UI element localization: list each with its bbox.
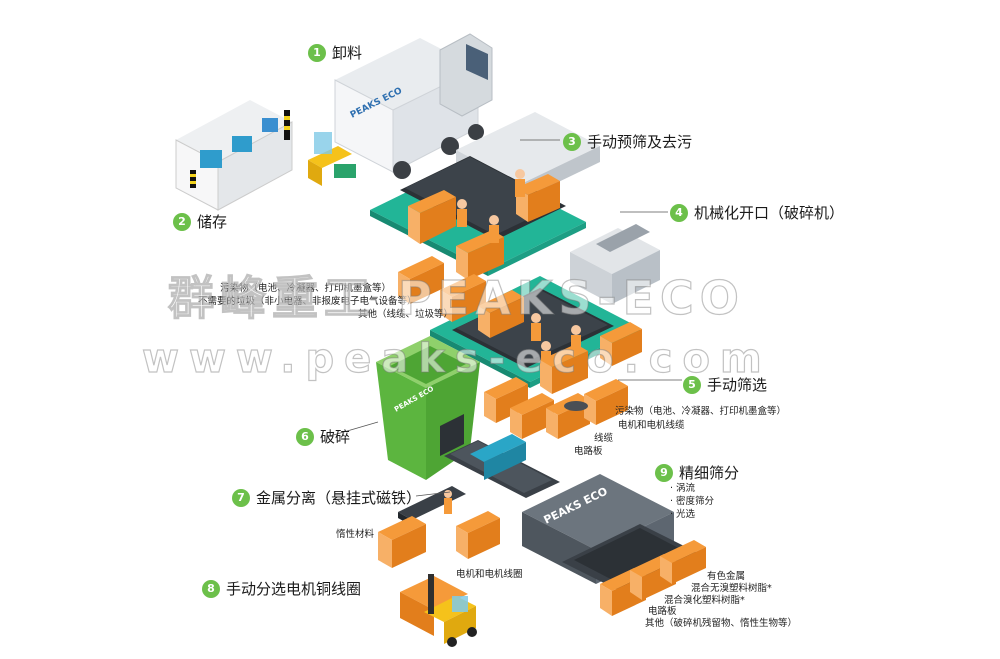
step-number-badge: 9: [655, 463, 673, 482]
step-label: 破碎: [320, 428, 351, 446]
step-number-badge: 2: [173, 212, 191, 231]
step-label: 卸料: [332, 44, 363, 62]
fine-output-nonferrous: 有色金属: [707, 571, 746, 582]
step-number-badge: 5: [683, 375, 701, 394]
presort-bins: [398, 256, 524, 338]
step-label: 金属分离（悬挂式磁铁）: [256, 489, 422, 507]
presort-output-item: 其他（线缆、垃圾等）: [358, 309, 454, 320]
fine-output-bromine-free: 混合无溴塑料树脂*: [691, 583, 772, 594]
fine-method-list: · 涡流 · 密度筛分 · 光选: [670, 482, 714, 521]
step-number-badge: 4: [670, 203, 688, 222]
step-label: 手动筛选: [707, 376, 768, 394]
forklift-top: [308, 132, 356, 186]
step-label: 手动分选电机铜线圈: [226, 580, 362, 598]
fine-output-other: 其他（破碎机残留物、惰性生物等）: [645, 618, 798, 629]
fine-method-item: · 涡流: [670, 483, 696, 494]
fine-output-brominated: 混合溴化塑料树脂*: [664, 595, 745, 606]
fine-method-item: · 光选: [670, 509, 696, 520]
presort-output-list: 污染物（电池、冷凝器、打印机墨盒等） 不需要的垃圾（非小电器、非报废电子电气设备…: [198, 282, 454, 321]
opening-shredder: [570, 224, 660, 304]
step-shredding: 6 破碎: [296, 426, 350, 447]
step-number-badge: 6: [296, 427, 314, 446]
motor-coil-label: 电机和电机线圈: [456, 569, 523, 580]
presort-output-item: 污染物（电池、冷凝器、打印机墨盒等）: [220, 283, 392, 294]
manual-output-contaminants: 污染物（电池、冷凝器、打印机墨盒等）: [615, 406, 787, 417]
step-mechanical-opening: 4 机械化开口（破碎机）: [670, 202, 844, 223]
step-number-badge: 3: [563, 132, 581, 151]
inert-bins: [378, 511, 500, 568]
manual-output-pcb: 电路板: [574, 446, 603, 457]
storage-bays: [175, 100, 293, 211]
forklift-bottom: [400, 574, 477, 647]
step-unload: 1 卸料: [308, 42, 362, 63]
step-fine-sorting: 9 精细筛分: [655, 462, 739, 483]
presort-output-item: 不需要的垃圾（非小电器、非报废电子电气设备等）: [198, 296, 417, 307]
magnet-conveyor: [398, 434, 560, 526]
step-manual-sort: 5 手动筛选: [683, 374, 767, 395]
inert-material-label: 惰性材料: [336, 529, 375, 540]
fine-sorting-machine: PEAKS ECO: [522, 474, 706, 616]
step-label: 储存: [197, 213, 228, 231]
step-number-badge: 1: [308, 43, 326, 62]
manual-output-motors: 电机和电机线缆: [618, 420, 685, 431]
step-number-badge: 7: [232, 488, 250, 507]
step-storage: 2 储存: [173, 211, 227, 232]
step-label: 精细筛分: [679, 464, 740, 482]
fine-method-item: · 密度筛分: [670, 496, 715, 507]
fine-output-pcb: 电路板: [648, 606, 677, 617]
leader-lines: [329, 139, 682, 497]
step-label: 手动预筛及去污: [587, 133, 693, 151]
manual-sort-bins: [484, 377, 628, 439]
step-metal-separation: 7 金属分离（悬挂式磁铁）: [232, 487, 421, 508]
delivery-truck: PEAKS ECO: [334, 33, 493, 179]
step-label: 机械化开口（破碎机）: [694, 204, 845, 222]
presort-station: [370, 112, 600, 280]
manual-output-cables: 线缆: [594, 433, 614, 444]
step-number-badge: 8: [202, 579, 220, 598]
step-copper-coil-sort: 8 手动分选电机铜线圈: [202, 578, 361, 599]
step-presort: 3 手动预筛及去污: [563, 131, 692, 152]
manual-sort-station: [430, 276, 642, 394]
